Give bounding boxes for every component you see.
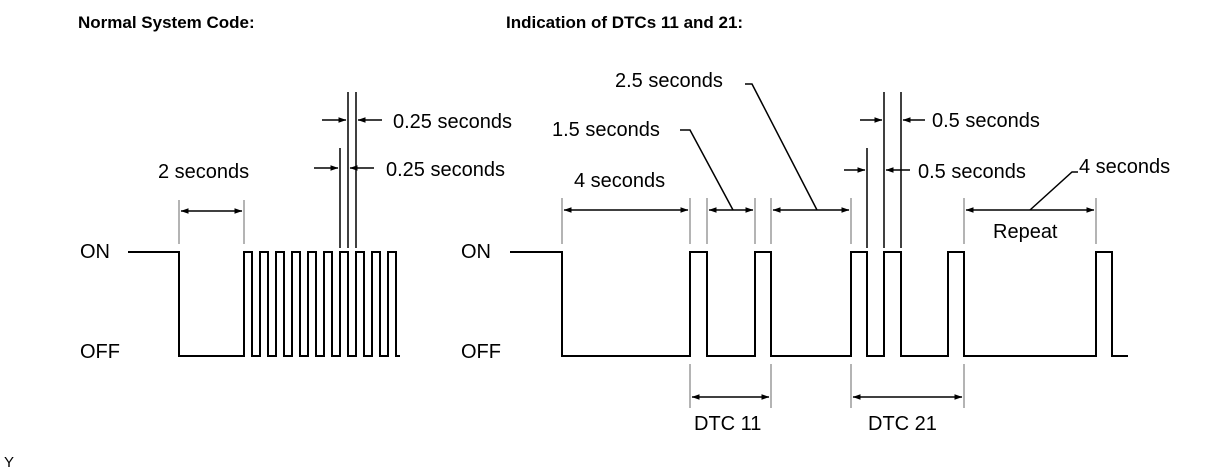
right-repeat-4s-label: 4 seconds [1079,156,1170,178]
figure-mark: Y [4,454,14,471]
dtc-waveform [510,251,1128,357]
left-on-label: ON [80,241,110,263]
dtc-indication-title: Indication of DTCs 11 and 21: [506,13,743,32]
left-2s-label: 2 seconds [158,161,249,183]
right-2-5s-leader [745,83,818,211]
right-4s-label: 4 seconds [574,170,665,192]
left-pulse-label-top: 0.25 seconds [393,111,512,133]
normal-system-code-panel: Normal System Code: ON OFF 2 seconds 0.2… [78,13,512,363]
dtc11-label: DTC 11 [694,413,761,435]
right-1-5s-label: 1.5 seconds [552,119,660,141]
normal-code-waveform [128,251,400,357]
normal-system-code-title: Normal System Code: [78,13,255,32]
dtc-indication-panel: Indication of DTCs 11 and 21: ON OFF 4 s… [461,13,1170,435]
right-2-5s-label: 2.5 seconds [615,70,723,92]
right-0-5s-mid-label: 0.5 seconds [918,161,1026,183]
left-off-label: OFF [80,341,120,363]
right-0-5s-top-label: 0.5 seconds [932,110,1040,132]
repeat-label: Repeat [993,221,1058,243]
right-off-label: OFF [461,341,501,363]
right-1-5s-leader [680,129,734,211]
right-on-label: ON [461,241,491,263]
right-repeat-leader [1029,171,1078,211]
dtc21-label: DTC 21 [868,413,937,435]
left-pulse-label-mid: 0.25 seconds [386,159,505,181]
